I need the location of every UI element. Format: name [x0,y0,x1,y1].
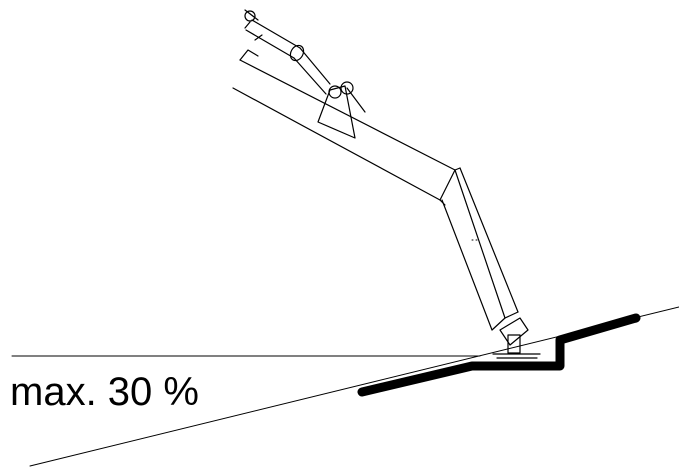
lower-arm [441,167,519,331]
ground-profile [357,313,641,397]
boom-end [239,34,263,61]
hydraulic-cylinder [244,9,331,95]
support-foot [492,317,541,359]
pivot-bracket [317,81,366,139]
upper-boom [232,59,456,206]
max-slope-label: max. 30 % [10,370,199,414]
